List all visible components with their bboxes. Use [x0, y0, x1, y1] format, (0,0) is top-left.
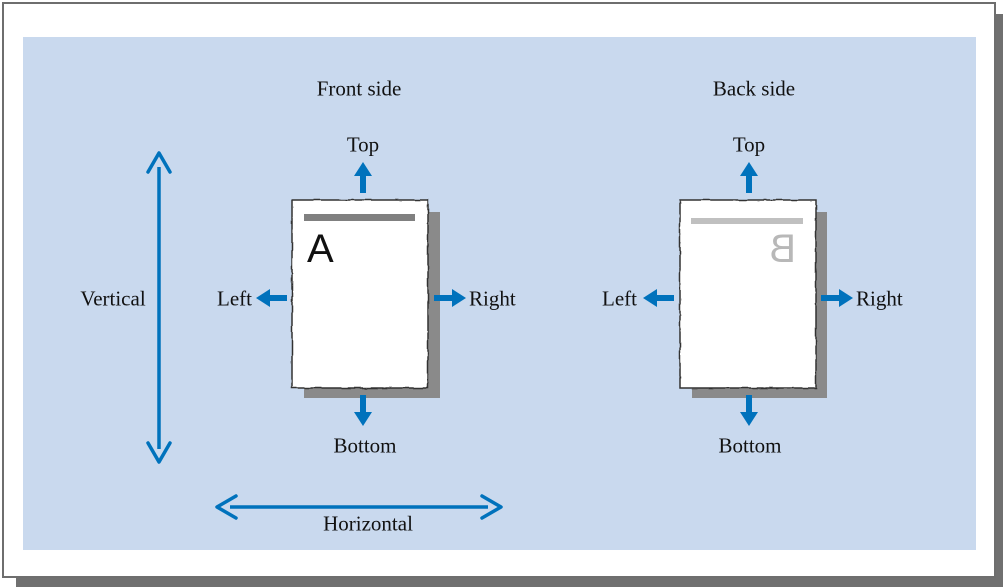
- back-right-arrow: [821, 289, 853, 307]
- vertical-double-arrow: [146, 151, 172, 464]
- front-right-label: Right: [469, 286, 516, 311]
- front-top-label: Top: [346, 132, 380, 157]
- horizontal-label: Horizontal: [323, 511, 413, 536]
- front-left-label: Left: [217, 286, 252, 311]
- back-side-title: Back side: [712, 76, 796, 101]
- front-page-sheet: [291, 199, 429, 389]
- back-page-sheet: [679, 199, 817, 389]
- front-bottom-arrow: [354, 395, 372, 426]
- back-letter: B: [769, 227, 796, 271]
- back-header-bar: [691, 218, 803, 224]
- back-right-label: Right: [856, 286, 903, 311]
- front-header-bar: [304, 214, 415, 221]
- front-side-title: Front side: [316, 76, 402, 101]
- back-bottom-label: Bottom: [718, 433, 782, 458]
- horizontal-double-arrow: [215, 494, 503, 520]
- vertical-label: Vertical: [80, 286, 146, 311]
- front-top-arrow: [354, 162, 372, 193]
- front-right-arrow: [434, 289, 466, 307]
- back-left-label: Left: [602, 286, 637, 311]
- back-top-label: Top: [732, 132, 766, 157]
- front-letter: A: [307, 227, 334, 271]
- back-left-arrow: [643, 289, 674, 307]
- back-top-arrow: [740, 162, 758, 193]
- front-left-arrow: [256, 289, 287, 307]
- front-page: [291, 199, 440, 398]
- back-page: [679, 199, 827, 398]
- back-bottom-arrow: [740, 395, 758, 426]
- front-bottom-label: Bottom: [333, 433, 397, 458]
